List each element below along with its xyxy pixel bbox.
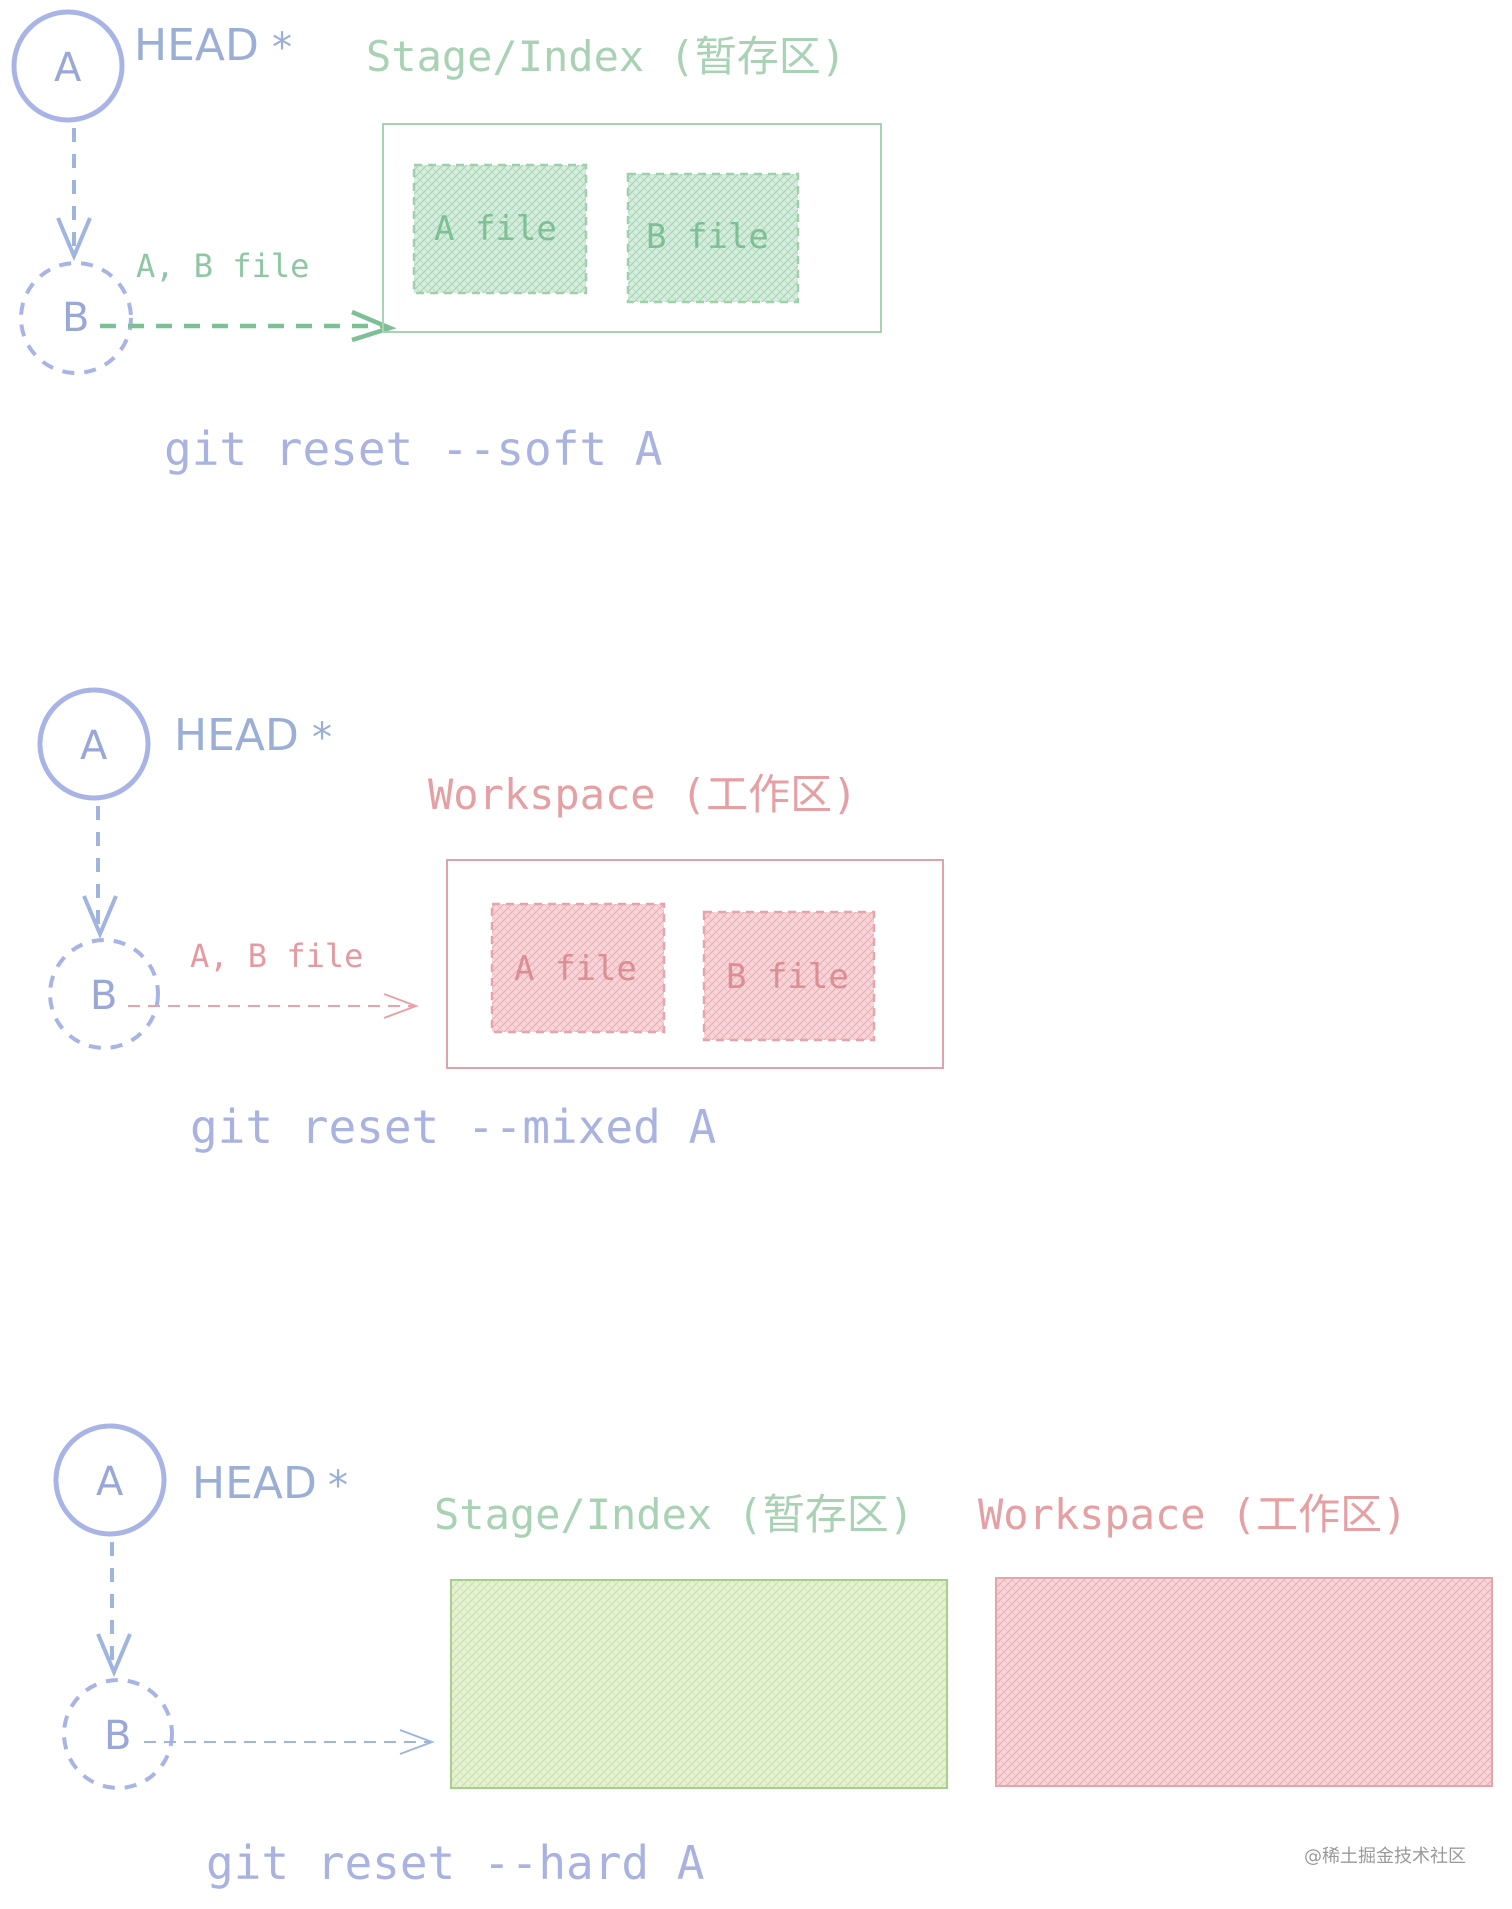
- node-a-circle: [11, 9, 125, 123]
- head-star-marker: *: [326, 1463, 351, 1509]
- arrow-b-to-workspace-head: [383, 993, 419, 1019]
- node-a-label: A: [54, 45, 82, 91]
- command-text: git reset --hard A: [206, 1836, 705, 1890]
- stage-area-box: [382, 123, 882, 333]
- head-label: HEAD: [174, 710, 299, 761]
- edge-label: A, B file: [136, 247, 310, 285]
- head-star-marker: *: [310, 715, 335, 761]
- node-b-label: B: [104, 1713, 132, 1759]
- watermark-text: @稀土掘金技术社区: [1304, 1846, 1466, 1867]
- file-b-label: B file: [726, 957, 849, 997]
- stage-area-block: [450, 1579, 948, 1789]
- stage-area-title: Stage/Index (暂存区): [366, 32, 847, 81]
- stage-area-title: Stage/Index (暂存区): [434, 1490, 915, 1539]
- panel-hard: [53, 1423, 1493, 1790]
- file-b-box: [702, 910, 876, 1042]
- command-text: git reset --soft A: [164, 422, 663, 476]
- node-b-label: B: [62, 295, 90, 341]
- head-label: HEAD: [134, 20, 259, 71]
- file-b-box: [626, 172, 800, 304]
- edge-label: A, B file: [190, 937, 364, 975]
- arrow-a-to-b-head: [96, 1633, 132, 1678]
- command-text: git reset --mixed A: [190, 1100, 717, 1154]
- node-a-label: A: [96, 1459, 124, 1505]
- arrow-b-to-areas-head: [399, 1729, 435, 1755]
- node-a-label: A: [80, 723, 108, 769]
- file-a-label: A file: [434, 209, 557, 249]
- panel-soft: [11, 9, 882, 375]
- file-b-label: B file: [646, 217, 769, 257]
- node-a-circle: [53, 1423, 167, 1537]
- file-a-box: [490, 902, 666, 1034]
- workspace-area-title: Workspace (工作区): [428, 770, 858, 819]
- node-b-circle: [19, 261, 133, 375]
- arrow-b-to-stage-head: [351, 309, 397, 343]
- node-a-circle: [37, 687, 151, 801]
- arrow-a-to-b-head: [82, 895, 118, 940]
- file-a-label: A file: [514, 949, 637, 989]
- workspace-area-block: [995, 1577, 1493, 1787]
- panel-mixed: [37, 687, 944, 1069]
- workspace-area-box: [446, 859, 944, 1069]
- workspace-area-title: Workspace (工作区): [978, 1490, 1408, 1539]
- node-b-label: B: [90, 973, 118, 1019]
- node-b-circle: [62, 1678, 174, 1790]
- file-a-box: [412, 163, 588, 295]
- head-star-marker: *: [270, 25, 295, 71]
- node-b-circle: [48, 938, 160, 1050]
- head-label: HEAD: [192, 1458, 317, 1509]
- arrow-a-to-b-head: [56, 217, 92, 262]
